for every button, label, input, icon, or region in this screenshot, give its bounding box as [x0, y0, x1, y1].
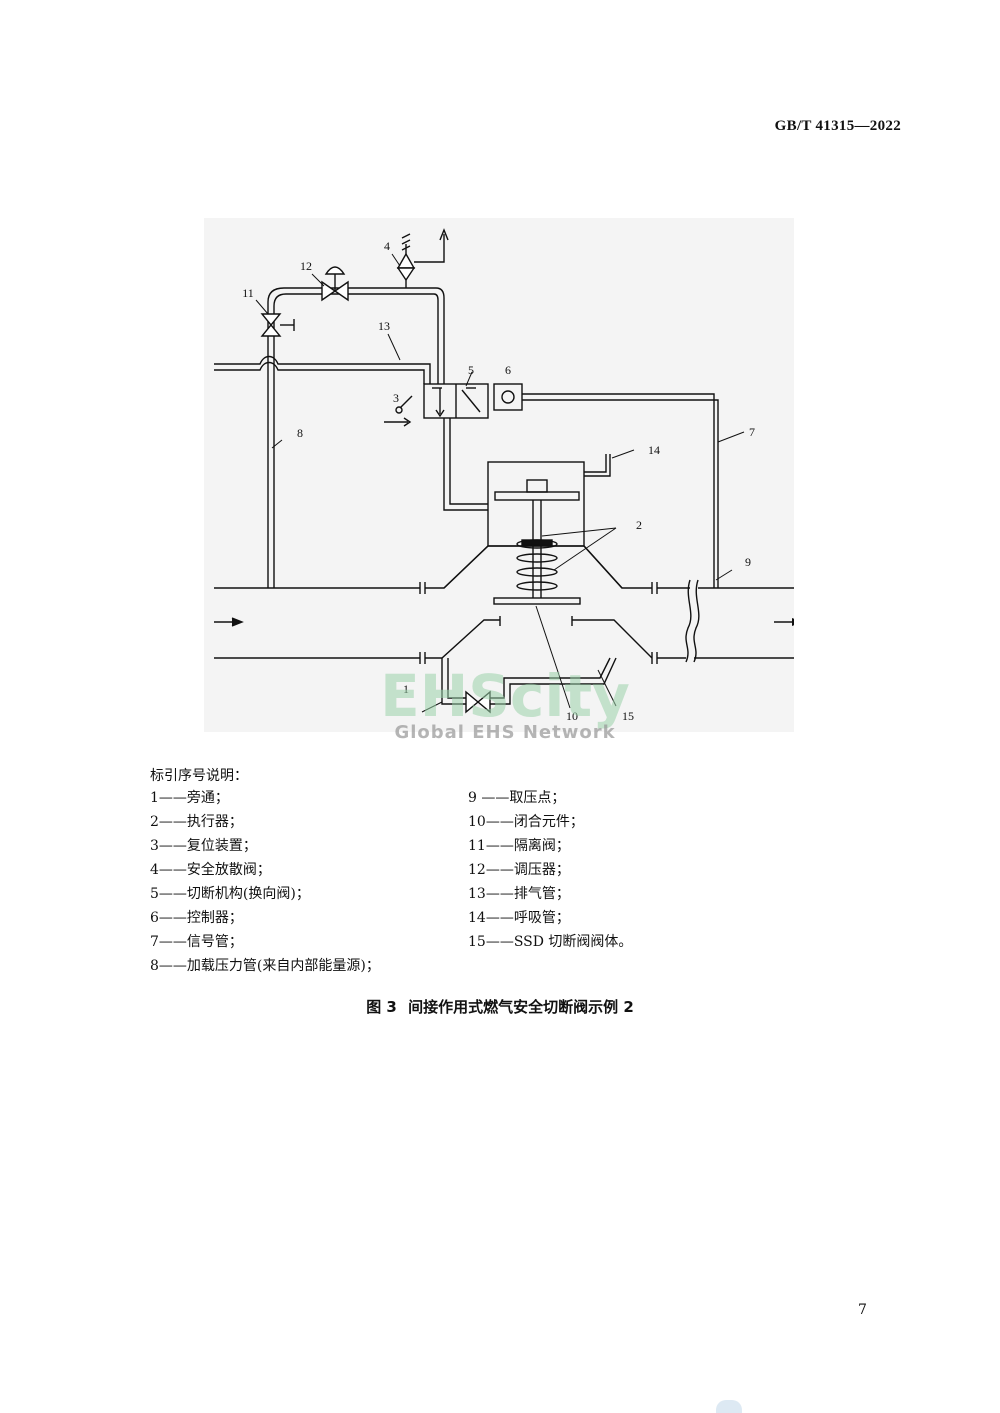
legend-item: 5——切断机构(换向阀)；: [150, 886, 310, 902]
legend-item: 9 ——取压点；: [468, 790, 566, 806]
legend-item: 3——复位装置；: [150, 838, 257, 854]
legend-left-column: 1——旁通； 2——执行器； 3——复位装置； 4——安全放散阀； 5——切断机…: [150, 790, 380, 982]
callout-5: 5: [468, 363, 474, 377]
watermark-logo: EHScity: [380, 662, 630, 730]
callout-1: 1: [403, 682, 409, 696]
legend-item: 4——安全放散阀；: [150, 862, 271, 878]
legend-right-column: 9 ——取压点； 10——闭合元件； 11——隔离阀； 12——调压器； 13—…: [468, 790, 632, 958]
callout-11: 11: [242, 286, 254, 300]
legend-item: 7——信号管；: [150, 934, 243, 950]
callout-8: 8: [297, 426, 303, 440]
callout-7: 7: [749, 425, 755, 439]
standard-number: GB/T 41315—2022: [774, 118, 901, 134]
legend-item: 15——SSD 切断阀阀体。: [468, 934, 633, 950]
legend-item: 11——隔离阀；: [468, 838, 570, 854]
callout-9: 9: [745, 555, 751, 569]
watermark-subtitle: Global EHS Network: [394, 722, 616, 743]
callout-3: 3: [393, 391, 399, 405]
callout-14: 14: [648, 443, 660, 457]
legend-item: 10——闭合元件；: [468, 814, 584, 830]
figure-label: 图 3: [366, 998, 397, 1016]
legend-item: 1——旁通；: [150, 790, 229, 806]
legend-item: 2——执行器；: [150, 814, 243, 830]
legend-title: 标引序号说明：: [150, 768, 248, 784]
valve-diagram: 1 2 3 4 5 6 7 8 9 10 11 12 13 14 15: [214, 228, 794, 723]
callout-15: 15: [622, 709, 634, 723]
legend-item: 12——调压器；: [468, 862, 570, 878]
callout-6: 6: [505, 363, 511, 377]
page-number: 7: [858, 1302, 867, 1318]
figure-title: 间接作用式燃气安全切断阀示例 2: [408, 998, 634, 1016]
callout-12: 12: [300, 259, 312, 273]
callout-4: 4: [384, 239, 390, 253]
legend-item: 8——加载压力管(来自内部能量源)；: [150, 958, 380, 974]
corner-decoration: [716, 1400, 742, 1413]
figure-caption: 图 3 间接作用式燃气安全切断阀示例 2: [0, 996, 1000, 1017]
callout-13: 13: [378, 319, 390, 333]
legend-item: 13——排气管；: [468, 886, 570, 902]
legend-item: 14——呼吸管；: [468, 910, 570, 926]
legend-item: 6——控制器；: [150, 910, 243, 926]
callout-10: 10: [566, 709, 578, 723]
callout-2: 2: [636, 518, 642, 532]
